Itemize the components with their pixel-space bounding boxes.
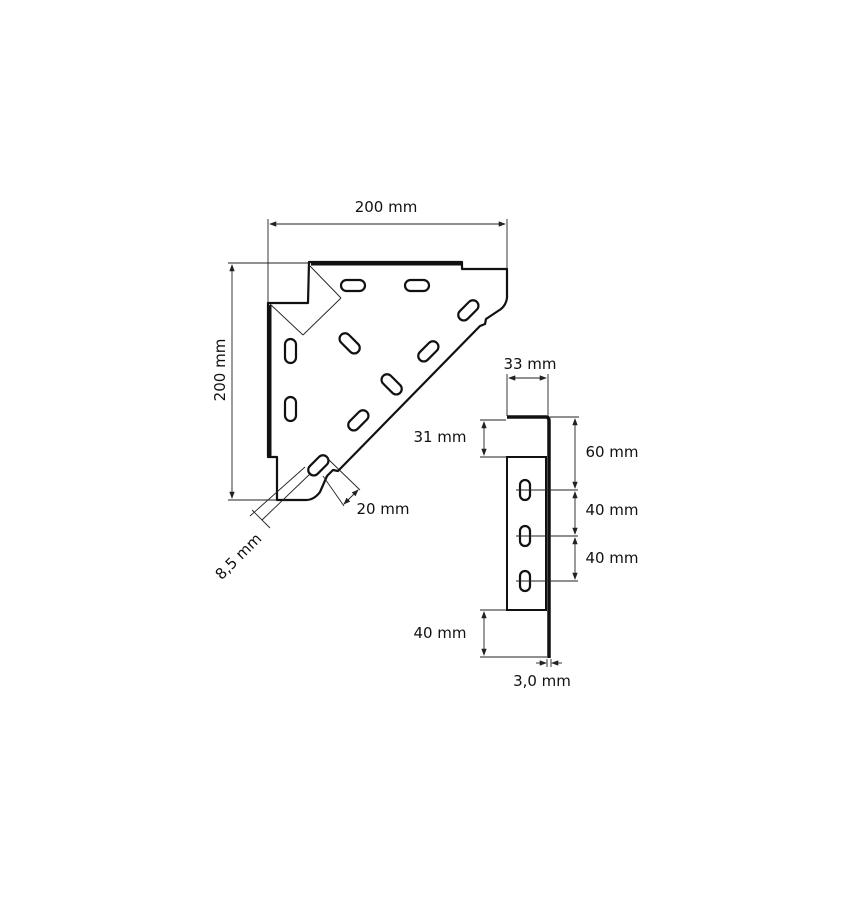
thickness-dimension [536, 659, 562, 667]
front-width-dimension [267, 219, 508, 302]
first-hole-label: 60 mm [585, 443, 638, 461]
slot-hole [380, 373, 403, 396]
front-view-plate [266, 260, 509, 502]
slot-spacing-dimension [322, 457, 361, 507]
bottom-offset-dimension [480, 609, 547, 658]
side-view-profile [506, 415, 578, 658]
hole-pitch-2-label: 40 mm [585, 549, 638, 567]
hole-position-dimensions [550, 416, 579, 580]
slot-holes [283, 278, 480, 477]
top-offset-label: 31 mm [413, 428, 466, 446]
bottom-offset-label: 40 mm [413, 624, 466, 642]
width-label: 200 mm [355, 198, 418, 216]
slot-hole [283, 337, 298, 365]
side-slot-holes [516, 478, 578, 593]
slot-hole [339, 278, 367, 293]
thickness-label: 3,0 mm [513, 672, 571, 690]
flange-width-dimension [506, 374, 549, 416]
slot-hole [417, 340, 440, 363]
top-offset-dimension [480, 419, 506, 458]
corner-dimension [269, 264, 342, 336]
slot-hole [347, 409, 370, 432]
edge-offset-dimension [249, 466, 312, 529]
slot-hole [403, 278, 431, 293]
slot-hole [457, 299, 480, 322]
slot-spacing-label: 20 mm [356, 500, 409, 518]
flange-width-label: 33 mm [503, 355, 556, 373]
edge-offset-label: 8,5 mm [212, 530, 266, 584]
hole-pitch-1-label: 40 mm [585, 501, 638, 519]
slot-hole [283, 395, 298, 423]
slot-hole [338, 332, 361, 355]
height-label: 200 mm [211, 339, 229, 402]
